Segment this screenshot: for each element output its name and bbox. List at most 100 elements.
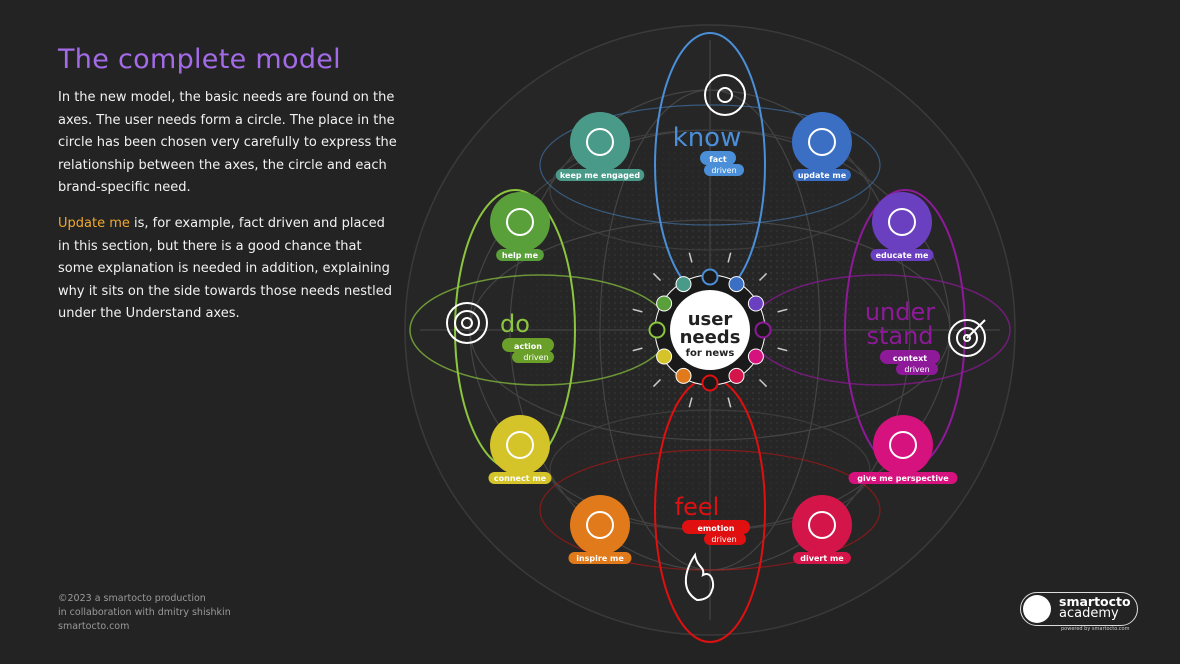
need-label: educate me — [876, 251, 929, 260]
ray — [652, 272, 662, 282]
center-needs: needs — [680, 327, 741, 348]
ring-dot — [675, 276, 692, 293]
flame-icon — [684, 552, 715, 602]
need-label: divert me — [800, 554, 844, 563]
need-label: help me — [502, 251, 539, 260]
ray — [727, 397, 732, 408]
center-user: user — [688, 309, 733, 330]
need-pill — [793, 169, 851, 181]
ring-dot — [728, 276, 745, 293]
footer: ©2023 a smartocto production in collabor… — [58, 592, 231, 634]
need-inspire-me[interactable]: inspire me — [568, 495, 632, 564]
need-pill — [496, 249, 544, 261]
need-label: keep me engaged — [560, 171, 640, 180]
smartocto-academy-logo: smartocto academy powered by smartocto.c… — [1020, 592, 1138, 632]
highlight-update-me: Update me — [58, 216, 130, 231]
feel-label: feel — [675, 493, 720, 521]
example-paragraph: Update me is, for example, fact driven a… — [58, 213, 398, 326]
ray — [652, 378, 662, 388]
bullseye-arrow-icon — [948, 319, 986, 357]
intro-paragraph: In the new model, the basic needs are fo… — [58, 90, 397, 196]
understand-driven-label: driven — [904, 365, 929, 374]
need-pill — [568, 552, 632, 564]
need-pill — [848, 472, 958, 484]
logo-line1: smartocto — [1059, 594, 1131, 609]
ring-dot — [648, 321, 666, 339]
logo-tagline: powered by smartocto.com — [1061, 626, 1130, 632]
lightbulb-icon — [570, 495, 630, 555]
need-label: give me perspective — [857, 474, 949, 483]
ray — [632, 347, 643, 352]
megaphone-icon-glyph — [808, 128, 836, 156]
center-for-news: for news — [686, 348, 735, 359]
example-text: is, for example, fact driven and placed … — [58, 216, 392, 322]
need-pill — [488, 472, 552, 484]
people-network-icon — [490, 415, 550, 475]
globe-hand-icon-glyph — [888, 208, 916, 236]
ring-dot — [728, 367, 745, 384]
understand-label-1: under — [865, 298, 935, 326]
need-pill — [555, 169, 645, 181]
page-title: The complete model — [58, 44, 341, 75]
ring-dot — [747, 295, 764, 312]
ring-dot — [701, 268, 719, 286]
center-ring: user needs for news — [632, 252, 788, 408]
ring-dot — [675, 367, 692, 384]
ring-dot — [656, 295, 673, 312]
footer-collab: in collaboration with dmitry shishkin — [58, 607, 231, 618]
understand-label-2: stand — [866, 322, 933, 350]
need-label: update me — [798, 171, 847, 180]
need-connect-me[interactable]: connect me — [488, 415, 552, 484]
people-network-icon-glyph — [506, 431, 534, 459]
need-pill — [793, 552, 851, 564]
need-divert-me[interactable]: divert me — [792, 495, 852, 564]
ray — [758, 272, 768, 282]
do-label: do — [500, 310, 530, 338]
ring-dot — [754, 321, 772, 339]
ring-dot — [747, 348, 764, 365]
fact-label: fact — [709, 155, 727, 164]
ray — [727, 252, 732, 263]
theater-masks-icon — [792, 495, 852, 555]
lifebuoy-icon-glyph — [506, 208, 534, 236]
need-label: inspire me — [576, 554, 624, 563]
target-icon — [446, 302, 488, 344]
lifebuoy-icon — [490, 192, 550, 252]
emotion-label: emotion — [697, 524, 734, 533]
feel-driven-label: driven — [711, 535, 736, 544]
footer-site: smartocto.com — [58, 621, 130, 632]
ray — [688, 252, 693, 263]
center-circle — [670, 290, 750, 370]
need-help-me[interactable]: help me — [490, 192, 550, 261]
ray — [688, 397, 693, 408]
chat-bubbles-icon — [570, 112, 630, 172]
lightbulb-icon-glyph — [586, 511, 614, 539]
ring-dot — [701, 374, 719, 392]
microscope-icon — [873, 415, 933, 475]
do-driven-label: driven — [523, 353, 548, 362]
footer-credit: ©2023 a smartocto production — [58, 593, 206, 604]
ring-dot — [656, 348, 673, 365]
know-driven-label: driven — [711, 166, 736, 175]
theater-masks-icon-glyph — [808, 511, 836, 539]
logo-line2: academy — [1059, 606, 1119, 621]
chat-bubbles-icon-glyph — [586, 128, 614, 156]
need-label: connect me — [494, 474, 547, 483]
need-update-me[interactable]: update me — [792, 112, 852, 181]
megaphone-icon — [792, 112, 852, 172]
need-give-me-perspective[interactable]: give me perspective — [848, 415, 958, 484]
globe-hand-icon — [872, 192, 932, 252]
need-educate-me[interactable]: educate me — [870, 192, 934, 261]
brain-gear-icon — [704, 74, 746, 116]
ray — [632, 308, 643, 313]
need-pill — [870, 249, 934, 261]
action-label: action — [514, 342, 542, 351]
ray — [777, 308, 788, 313]
microscope-icon-glyph — [889, 431, 917, 459]
know-label: know — [673, 123, 742, 153]
ray — [777, 347, 788, 352]
need-keep-me-engaged[interactable]: keep me engaged — [555, 112, 645, 181]
headset-icon — [1023, 595, 1051, 623]
context-label: context — [893, 354, 927, 363]
